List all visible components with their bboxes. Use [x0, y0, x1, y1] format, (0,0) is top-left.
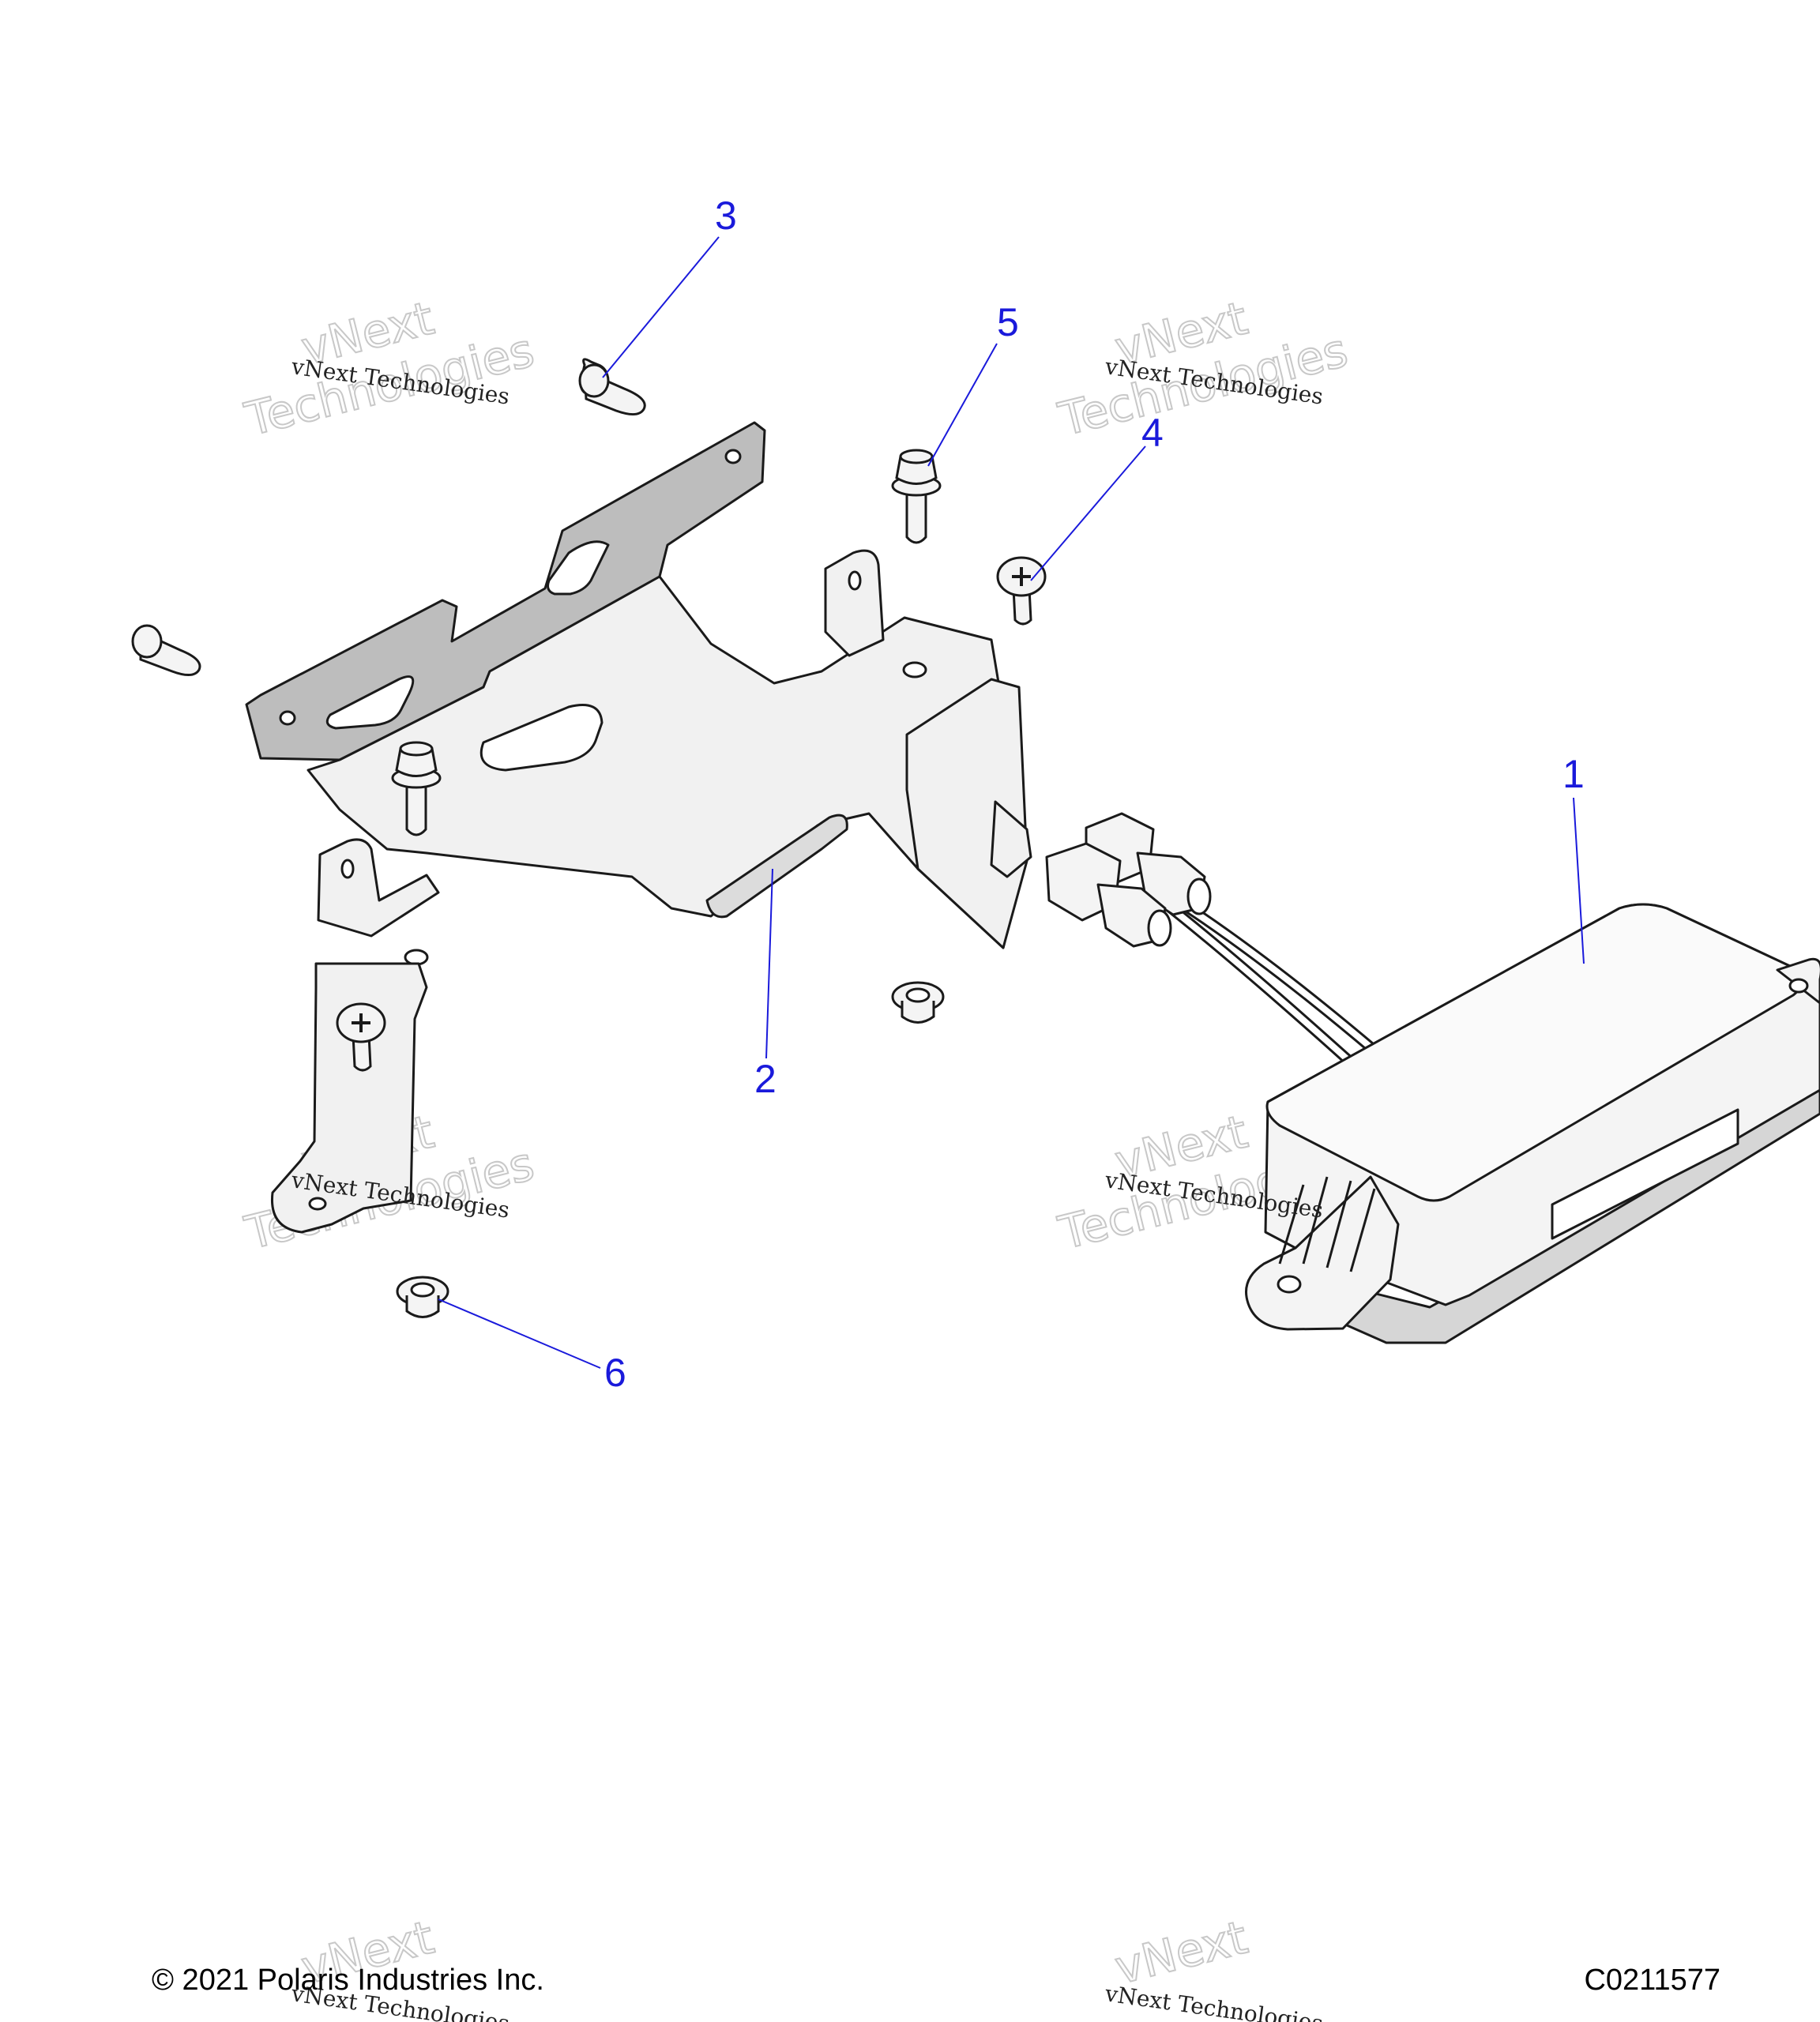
watermark-bottom-right: vNext [1109, 1909, 1254, 1995]
leader-lines [438, 236, 1585, 1369]
drawing-number: C0211577 [1584, 1964, 1720, 1997]
flange-slot-right [547, 540, 610, 596]
connector-lower [1045, 842, 1172, 948]
ear-left-hole [1277, 1275, 1302, 1294]
side-wall [905, 678, 1028, 949]
foot-hole [308, 1197, 327, 1211]
flange-slot-left [325, 675, 415, 730]
harness-wire-2-core [1186, 905, 1377, 1054]
callout-4: 4 [1141, 411, 1164, 455]
bolt-3-lower [131, 624, 201, 676]
flange-hole-right [724, 449, 742, 464]
copyright-text: © 2021 Polaris Industries Inc. [152, 1964, 544, 1997]
leader-5 [927, 343, 998, 467]
leader-1 [1573, 797, 1585, 964]
plate-hole-left [404, 949, 429, 966]
module-label-strip [1551, 1108, 1739, 1240]
callout-2: 2 [754, 1057, 777, 1101]
callout-6: 6 [604, 1351, 626, 1395]
svg-text:vNext: vNext [1110, 1910, 1253, 1994]
leader-4 [1030, 445, 1146, 581]
front-leg [270, 962, 428, 1234]
leader-3 [602, 236, 720, 378]
watermark-text-6: vNext Technologies [1103, 1980, 1325, 2022]
rear-tab-hole [848, 570, 862, 591]
left-tab-hole [340, 859, 355, 879]
plate-slot [479, 704, 604, 772]
rear-tab [824, 549, 885, 657]
flange-hole-left [279, 710, 296, 726]
side-wall-tab [990, 800, 1032, 878]
mounting-bracket [245, 421, 1032, 1234]
screw-4-lower [336, 1002, 386, 1072]
screw-4-upper [996, 556, 1047, 626]
callout-3: 3 [715, 194, 737, 238]
module-top-face [1265, 903, 1803, 1202]
callout-1: 1 [1562, 752, 1585, 796]
leader-2 [765, 868, 773, 1059]
nut-6-upper [891, 981, 945, 1024]
plate-hole-right [902, 661, 927, 678]
fold-strip [705, 814, 848, 919]
callout-5: 5 [997, 300, 1019, 344]
harness-wire-1-core [1147, 888, 1353, 1065]
watermark-top-left: vNext Technologies [239, 290, 540, 447]
ear-right-hole [1788, 978, 1809, 994]
module-fins [1278, 1176, 1376, 1272]
watermark-top-right: vNext Technologies [1053, 290, 1354, 447]
nut-6-lower [396, 1276, 449, 1318]
bolt-5-upper [891, 449, 942, 544]
bolt-5-lower [391, 741, 442, 836]
electronic-module [1045, 812, 1820, 1344]
left-tab [317, 838, 440, 938]
leader-6 [438, 1299, 601, 1369]
callouts: 1 2 3 4 5 6 [604, 194, 1585, 1395]
bolt-3-upper [578, 358, 646, 415]
